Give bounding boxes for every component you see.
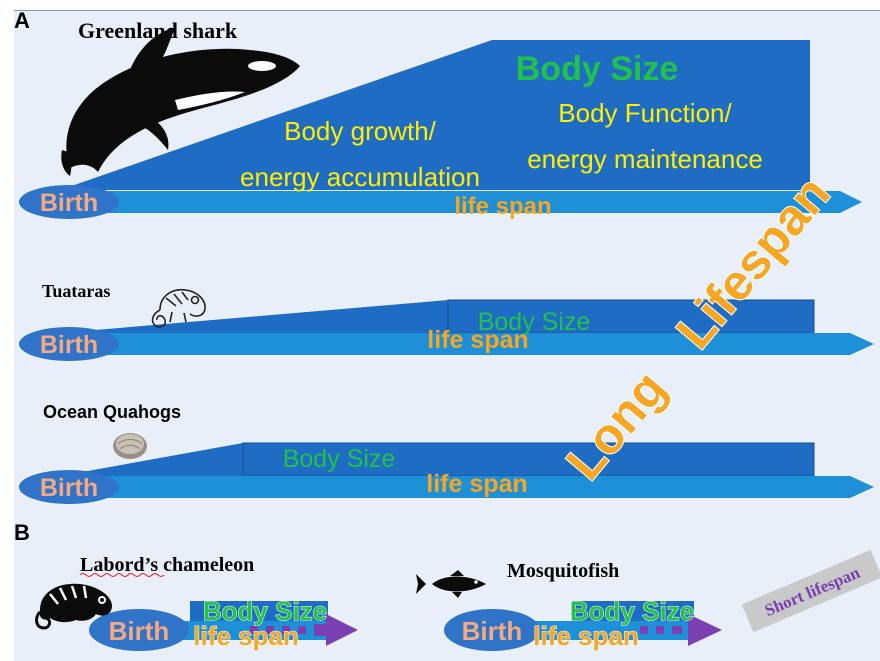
fish-icon — [416, 570, 486, 598]
arrow-head — [326, 614, 358, 646]
organism-name: Ocean Quahogs — [43, 402, 181, 422]
organism-name: Tuataras — [42, 281, 110, 301]
growth-label-line1: Body growth/ — [284, 116, 437, 146]
growth-label-line2: energy accumulation — [240, 162, 480, 192]
short-lifespan-tag: Short lifespan — [742, 550, 880, 632]
dash-segment — [656, 626, 664, 634]
birth-label: Birth — [109, 616, 170, 646]
dash-segment — [298, 626, 306, 634]
birth-label: Birth — [40, 331, 98, 359]
birth-label: Birth — [40, 474, 98, 502]
function-label-line1: Body Function/ — [558, 98, 732, 128]
row-labords-chameleon: Labord’s chameleon Birth Body Size life … — [80, 554, 358, 651]
life-span-label: life span — [426, 470, 527, 498]
function-label-line2: energy maintenance — [527, 144, 763, 174]
body-size-label: Body Size — [516, 50, 678, 88]
life-span-label: life span — [427, 326, 528, 354]
arrow-shaft — [672, 626, 682, 634]
life-span-label: life span — [193, 621, 298, 651]
birth-label: Birth — [462, 616, 523, 646]
organism-name: Labord’s chameleon — [80, 554, 254, 576]
birth-label: Birth — [40, 189, 98, 217]
life-span-label: life span — [454, 193, 551, 220]
panel-a-label: A — [14, 8, 30, 33]
organism-name: Mosquitofish — [507, 560, 619, 582]
row-ocean-quahogs: Birth Body Size life span Ocean Quahogs — [19, 402, 874, 504]
growth-wedge — [60, 443, 243, 476]
dash-segment — [640, 626, 648, 634]
row-mosquitofish: Mosquitofish Birth Body Size life span — [444, 560, 722, 651]
body-size-label: Body Size — [283, 445, 396, 473]
life-span-label: life span — [533, 621, 638, 651]
clam-icon — [113, 433, 147, 459]
panel-b-label: B — [14, 520, 30, 545]
chameleon-outline-icon — [153, 290, 206, 327]
growth-wedge — [60, 300, 448, 333]
